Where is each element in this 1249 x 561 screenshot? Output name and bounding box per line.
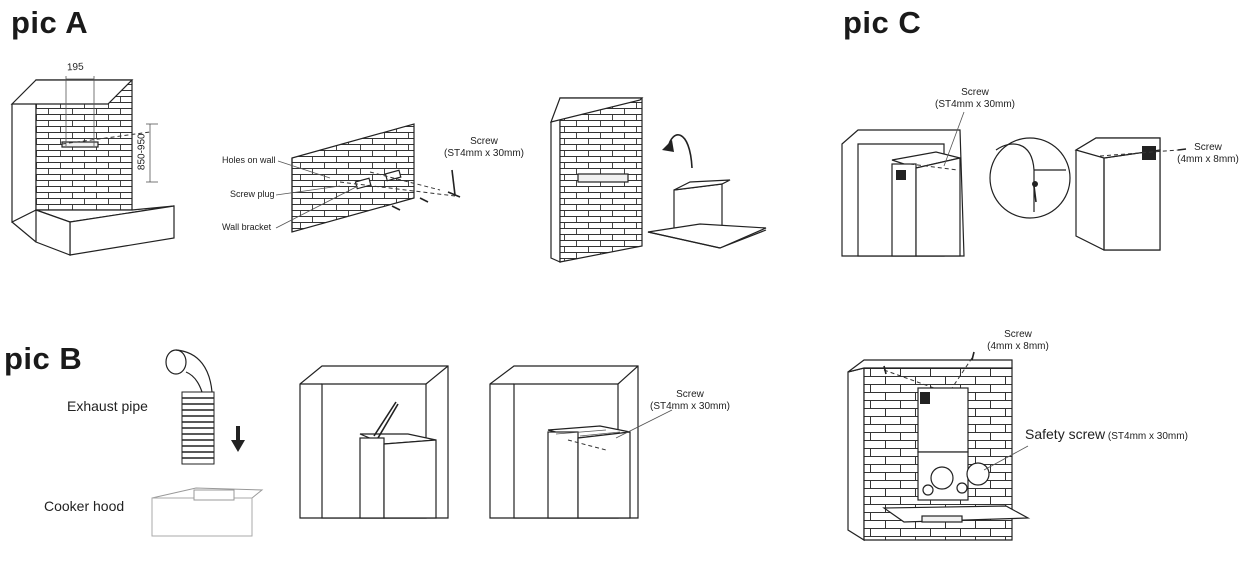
pic-b-chimney-frame-drawing [299, 365, 449, 519]
pic-a-wall-dimensions-drawing [10, 76, 175, 256]
pic-a-screw-spec: (ST4mm x 30mm) [444, 147, 524, 159]
pic-a-height-dimension: 850-950 [136, 133, 148, 171]
pic-a-hood-mount-drawing [550, 97, 767, 263]
pic-c-side-screw-spec: (4mm x 8mm) [1177, 153, 1239, 165]
pic-c-chimney-box-drawing [1074, 137, 1187, 251]
pic-c-title: pic C [843, 5, 922, 40]
pic-a-holes-on-wall-label: Holes on wall [222, 155, 276, 165]
pic-b-chimney-screwed-drawing [489, 365, 673, 519]
pic-a-wall-bracket-drawing [275, 123, 461, 233]
pic-b-screw-label: Screw [676, 389, 704, 400]
pic-c-safety-screw-label: Safety screw [1025, 426, 1106, 442]
pic-c-top-screw-label: Screw [961, 87, 989, 98]
pic-a-screw-callout: Screw (ST4mm x 30mm) [429, 136, 539, 159]
pic-b-cooker-hood-label: Cooker hood [44, 498, 125, 514]
pic-a-screw-plug-label: Screw plug [230, 189, 275, 199]
pic-c-top-screw-callout: Screw (ST4mm x 30mm) [920, 87, 1030, 110]
pic-b-exhaust-pipe-label: Exhaust pipe [67, 398, 148, 414]
pic-c-safety-screw-spec: (ST4mm x 30mm) [1107, 431, 1188, 442]
pic-c-side-screw-callout: Screw (4mm x 8mm) [1170, 142, 1246, 165]
pic-a-wall-bracket-label: Wall bracket [222, 222, 272, 232]
pic-c-bottom-screw-label: Screw [1004, 329, 1032, 340]
pic-a-width-dimension: 195 [66, 61, 84, 74]
pic-a-title: pic A [11, 5, 89, 40]
pic-b-title: pic B [4, 341, 83, 376]
pic-b-screw-spec: (ST4mm x 30mm) [650, 400, 730, 412]
pic-c-bottom-screw-spec: (4mm x 8mm) [987, 340, 1049, 352]
pic-c-safety-screw-callout: Safety screw (ST4mm x 30mm) [1025, 426, 1188, 443]
pic-b-screw-callout: Screw (ST4mm x 30mm) [630, 389, 750, 412]
pic-c-chimney-top-drawing [841, 111, 965, 257]
pic-c-final-installation-drawing [847, 351, 1031, 542]
pic-c-side-screw-label: Screw [1194, 142, 1222, 153]
pic-a-screw-label: Screw [470, 136, 498, 147]
pic-c-top-screw-spec: (ST4mm x 30mm) [935, 98, 1015, 110]
pic-c-screw-detail-drawing [989, 137, 1071, 219]
pic-b-exhaust-pipe-drawing [151, 349, 264, 537]
pic-c-bottom-screw-callout: Screw (4mm x 8mm) [978, 329, 1058, 352]
